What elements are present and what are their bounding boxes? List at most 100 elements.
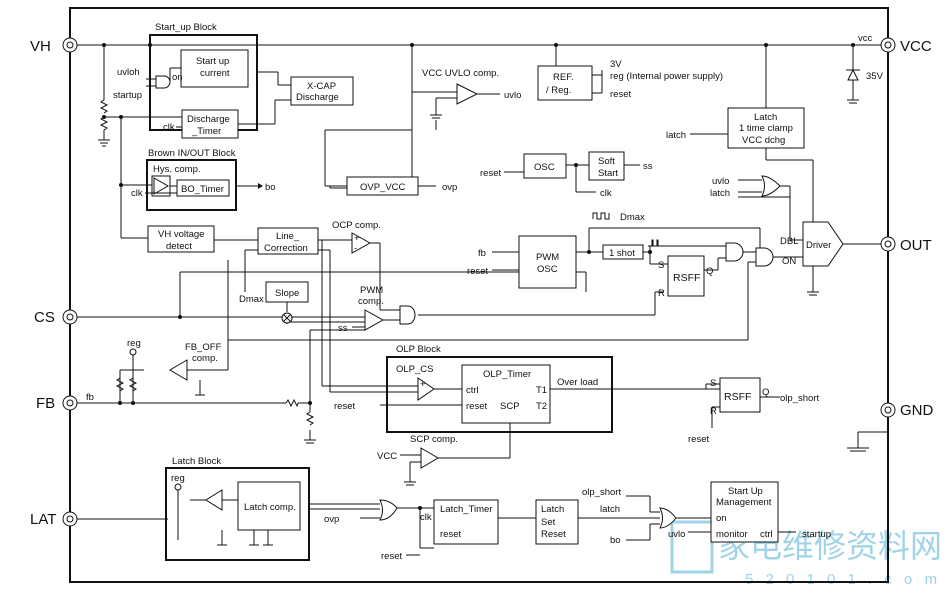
svg-text:on: on (716, 513, 727, 524)
slope-block: Slope (265, 281, 309, 324)
ref-reg-block: REF. / Reg. 3V reg (Internal power suppl… (537, 59, 723, 101)
svg-text:VCC: VCC (377, 451, 397, 462)
svg-text:X-CAP: X-CAP (307, 81, 336, 92)
svg-text:vcc: vcc (858, 33, 873, 44)
svg-text:/ Reg.: / Reg. (546, 85, 571, 96)
svg-text:uvloh: uvloh (117, 67, 140, 78)
junctions (102, 43, 855, 510)
svg-text:reg (Internal power supply): reg (Internal power supply) (610, 71, 723, 82)
startup-management-block: Start Up Management on monitor ctrl uvlo… (668, 481, 831, 543)
svg-text:-: - (354, 243, 357, 254)
vcc-uvlo-comparator: VCC UVLO comp. uvlo (422, 68, 521, 130)
svg-text:Over load: Over load (557, 377, 598, 388)
ocp-comparator: OCP comp. + - (332, 220, 381, 254)
svg-text:Start up: Start up (196, 56, 229, 67)
svg-text:reset: reset (480, 168, 501, 179)
svg-text:comp.: comp. (358, 296, 384, 307)
svg-text:reg: reg (171, 473, 185, 484)
svg-text:Discharge: Discharge (187, 114, 230, 125)
vh-divider-resistors (98, 99, 110, 147)
svg-text:_Timer: _Timer (191, 126, 221, 137)
rsff-main: RSFF S R Q (658, 242, 774, 299)
svg-text:clk: clk (163, 122, 175, 133)
svg-text:reset: reset (688, 434, 709, 445)
svg-text:clk: clk (131, 188, 143, 199)
pin-cs-label: CS (34, 309, 55, 326)
osc-block: reset OSC Soft Start ss clk (480, 151, 653, 199)
svg-text:reset: reset (381, 551, 402, 562)
svg-text:+: + (420, 379, 426, 390)
watermark-url: 5 2 0 1 0 1 . c o m (745, 571, 941, 588)
svg-text:reset: reset (610, 89, 631, 100)
pin-lat[interactable]: LAT (30, 511, 78, 528)
startup-or-gate (659, 507, 677, 529)
svg-text:VCC UVLO comp.: VCC UVLO comp. (422, 68, 499, 79)
svg-text:OCP comp.: OCP comp. (332, 220, 381, 231)
svg-text:comp.: comp. (192, 353, 218, 364)
svg-text:uvlo: uvlo (668, 529, 685, 540)
svg-text:Reset: Reset (541, 529, 566, 540)
svg-text:ON: ON (782, 256, 796, 267)
fb-off-comparator: FB_OFF comp. reg fb (86, 338, 222, 403)
brown-inout-block: Brown IN/OUT Block Hys. comp. BO_Timer c… (131, 148, 276, 211)
svg-text:Line_: Line_ (276, 231, 300, 242)
svg-text:reset: reset (440, 529, 461, 540)
svg-text:OLP_Timer: OLP_Timer (483, 369, 531, 380)
svg-text:on: on (172, 72, 183, 83)
brown-inout-title: Brown IN/OUT Block (148, 148, 236, 159)
svg-text:35V: 35V (866, 71, 884, 82)
svg-text:SCP comp.: SCP comp. (410, 434, 458, 445)
svg-text:VCC dchg: VCC dchg (742, 135, 785, 146)
svg-text:3V: 3V (610, 59, 622, 70)
xcap-discharge-block: X-CAP Discharge (290, 76, 354, 106)
svg-text:ctrl: ctrl (466, 385, 479, 396)
svg-text:FB_OFF: FB_OFF (185, 342, 222, 353)
svg-text:latch: latch (710, 188, 730, 199)
svg-text:bo: bo (610, 535, 621, 546)
pin-out-label: OUT (900, 237, 932, 254)
discharge-timer-block: Discharge _Timer clk (163, 109, 239, 139)
svg-text:Dmax: Dmax (239, 294, 264, 305)
svg-text:clk: clk (600, 188, 612, 199)
svg-text:reset: reset (467, 266, 488, 277)
svg-text:Management: Management (716, 497, 772, 508)
svg-text:OLP_CS: OLP_CS (396, 364, 434, 375)
pin-vh[interactable]: VH (30, 37, 78, 55)
svg-text:Hys. comp.: Hys. comp. (153, 164, 201, 175)
svg-text:OSC: OSC (534, 162, 555, 173)
pin-fb[interactable]: FB (36, 395, 78, 412)
pin-out[interactable]: OUT (880, 236, 932, 254)
ic-outline (69, 7, 889, 583)
pin-vcc[interactable]: VCC (880, 37, 932, 55)
svg-text:T1: T1 (536, 385, 547, 396)
svg-text:Q: Q (762, 387, 769, 398)
svg-text:detect: detect (166, 241, 192, 252)
pwm-osc-block: fb reset PWM OSC Dmax 1 shot (467, 212, 662, 289)
svg-text:current: current (200, 68, 230, 79)
startup-block-title: Start_up Block (155, 22, 217, 33)
svg-text:R: R (658, 288, 665, 299)
svg-text:ss: ss (338, 323, 348, 334)
pin-cs[interactable]: CS (34, 309, 78, 326)
svg-text:1 shot: 1 shot (609, 248, 635, 259)
svg-text:olp_short: olp_short (780, 393, 819, 404)
svg-text:ss: ss (643, 161, 653, 172)
svg-text:VH voltage: VH voltage (158, 229, 204, 240)
pin-lat-label: LAT (30, 511, 56, 528)
latch-block: Latch Block reg Latch comp. (165, 456, 310, 561)
svg-text:PWM: PWM (536, 252, 559, 263)
vh-voltage-detect-block: VH voltage detect (147, 225, 215, 253)
svg-text:clk: clk (420, 512, 432, 523)
pin-gnd[interactable]: GND (880, 402, 934, 419)
svg-text:Latch: Latch (754, 112, 777, 123)
svg-text:Start: Start (598, 168, 618, 179)
pin-fb-label: FB (36, 395, 55, 412)
olp-block-title: OLP Block (396, 344, 441, 355)
svg-text:Set: Set (541, 517, 556, 528)
watermark: 家电维修资料网 5 2 0 1 0 1 . c o m (670, 520, 942, 588)
svg-text:S: S (658, 260, 664, 271)
svg-text:OVP_VCC: OVP_VCC (360, 182, 406, 193)
svg-text:monitor: monitor (716, 529, 748, 540)
latch-set-reset-block: Latch Set Reset latch olp_short bo (535, 487, 621, 546)
